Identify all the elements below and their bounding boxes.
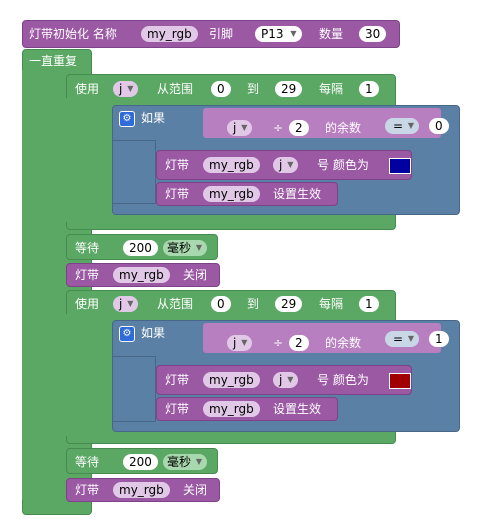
loop-var-dropdown[interactable]: j▼ — [113, 81, 139, 97]
for-from-label: 从范围 — [157, 297, 194, 311]
strip-off-block-2[interactable]: 灯带 my_rgb 关闭 — [66, 478, 220, 502]
wait-label: 等待 — [75, 241, 100, 255]
for-step-label: 每隔 — [319, 297, 344, 311]
set-pixel-color-block-1[interactable]: 灯带 my_rgb j▼ 号 颜色为 — [156, 150, 412, 180]
range-step-input[interactable]: 1 — [359, 81, 379, 97]
strip-label: 灯带 — [165, 373, 190, 387]
divisor-input[interactable]: 2 — [289, 120, 309, 136]
strip-name-field[interactable]: my_rgb — [203, 401, 260, 417]
mod-label: 的余数 — [325, 121, 362, 135]
wait-ms-input[interactable]: 200 — [123, 454, 158, 470]
gear-icon[interactable]: ⚙ — [119, 111, 135, 127]
strip-name-field[interactable]: my_rgb — [203, 372, 260, 388]
off-label: 关闭 — [183, 268, 208, 282]
count-input[interactable]: 30 — [359, 26, 387, 42]
for-use-label: 使用 — [75, 82, 100, 96]
strip-name-field[interactable]: my_rgb — [113, 267, 170, 283]
chevron-down-icon: ▼ — [241, 338, 248, 347]
strip-label: 灯带 — [75, 268, 100, 282]
pixel-index-dropdown[interactable]: j▼ — [273, 372, 299, 388]
divide-operator: ÷ — [273, 336, 284, 350]
color-label: 号 颜色为 — [317, 158, 369, 172]
show-label: 设置生效 — [273, 187, 322, 201]
strip-name-field[interactable]: my_rgb — [113, 482, 170, 498]
compare-value-input[interactable]: 0 — [429, 118, 449, 134]
strip-name-field[interactable]: my_rgb — [203, 186, 260, 202]
strip-init-block[interactable]: 灯带初始化 名称 my_rgb 引脚 P13▼ 数量 30 — [22, 20, 400, 48]
for-spine-1 — [66, 98, 110, 222]
wait-ms-input[interactable]: 200 — [123, 240, 158, 256]
set-pixel-color-block-2[interactable]: 灯带 my_rgb j▼ 号 颜色为 — [156, 365, 412, 395]
chevron-down-icon: ▼ — [241, 123, 248, 132]
gear-icon[interactable]: ⚙ — [119, 326, 135, 342]
range-end-input[interactable]: 29 — [275, 296, 303, 312]
for-step-label: 每隔 — [319, 82, 344, 96]
strip-name-field[interactable]: my_rgb — [141, 26, 198, 42]
compare-value-input[interactable]: 1 — [429, 331, 449, 347]
for-to-label: 到 — [247, 82, 260, 96]
loop-var-dropdown[interactable]: j▼ — [113, 296, 139, 312]
divide-operator: ÷ — [273, 121, 284, 135]
forever-label: 一直重复 — [29, 54, 78, 68]
for-use-label: 使用 — [75, 297, 100, 311]
time-unit-dropdown[interactable]: 毫秒▼ — [163, 454, 208, 470]
if-label: 如果 — [141, 326, 166, 340]
strip-label: 灯带 — [75, 483, 100, 497]
chevron-down-icon: ▼ — [287, 160, 294, 169]
if-spine-2 — [112, 356, 156, 422]
range-start-input[interactable]: 0 — [211, 81, 231, 97]
for-from-label: 从范围 — [157, 82, 194, 96]
wait-block-2[interactable]: 等待 200 毫秒▼ — [66, 448, 218, 474]
strip-show-block-2[interactable]: 灯带 my_rgb 设置生效 — [156, 397, 338, 421]
for-spine-2 — [66, 314, 110, 436]
chevron-down-icon: ▼ — [407, 121, 415, 130]
chevron-down-icon: ▼ — [195, 243, 203, 252]
compare-operator-dropdown[interactable]: =▼ — [385, 331, 420, 347]
range-start-input[interactable]: 0 — [211, 296, 231, 312]
chevron-down-icon: ▼ — [195, 457, 203, 466]
for-to-label: 到 — [247, 297, 260, 311]
mod-label: 的余数 — [325, 336, 362, 350]
divisor-input[interactable]: 2 — [289, 335, 309, 351]
wait-label: 等待 — [75, 455, 100, 469]
strip-name-field[interactable]: my_rgb — [203, 157, 260, 173]
chevron-down-icon: ▼ — [127, 299, 134, 308]
count-label: 数量 — [319, 27, 344, 41]
strip-label: 灯带 — [165, 158, 190, 172]
if-label: 如果 — [141, 111, 166, 125]
compare-operator-dropdown[interactable]: =▼ — [385, 118, 420, 134]
strip-label: 灯带 — [165, 402, 190, 416]
strip-off-block-1[interactable]: 灯带 my_rgb 关闭 — [66, 263, 220, 287]
pin-label: 引脚 — [209, 27, 234, 41]
pixel-index-dropdown[interactable]: j▼ — [273, 157, 299, 173]
time-unit-dropdown[interactable]: 毫秒▼ — [163, 240, 208, 256]
off-label: 关闭 — [183, 483, 208, 497]
mod-var-dropdown[interactable]: j▼ — [227, 120, 253, 136]
if-spine-1 — [112, 140, 156, 204]
chevron-down-icon: ▼ — [127, 84, 134, 93]
strip-label: 灯带 — [165, 187, 190, 201]
pin-dropdown[interactable]: P13▼ — [255, 26, 302, 42]
show-label: 设置生效 — [273, 402, 322, 416]
wait-block-1[interactable]: 等待 200 毫秒▼ — [66, 234, 218, 260]
range-end-input[interactable]: 29 — [275, 81, 303, 97]
loop-spine — [22, 70, 62, 500]
color-swatch[interactable] — [389, 373, 411, 389]
chevron-down-icon: ▼ — [290, 29, 297, 38]
init-label: 灯带初始化 名称 — [29, 27, 117, 41]
color-label: 号 颜色为 — [317, 373, 369, 387]
range-step-input[interactable]: 1 — [359, 296, 379, 312]
chevron-down-icon: ▼ — [407, 334, 415, 343]
chevron-down-icon: ▼ — [287, 375, 294, 384]
strip-show-block-1[interactable]: 灯带 my_rgb 设置生效 — [156, 182, 338, 206]
color-swatch[interactable] — [389, 158, 411, 174]
mod-var-dropdown[interactable]: j▼ — [227, 335, 253, 351]
